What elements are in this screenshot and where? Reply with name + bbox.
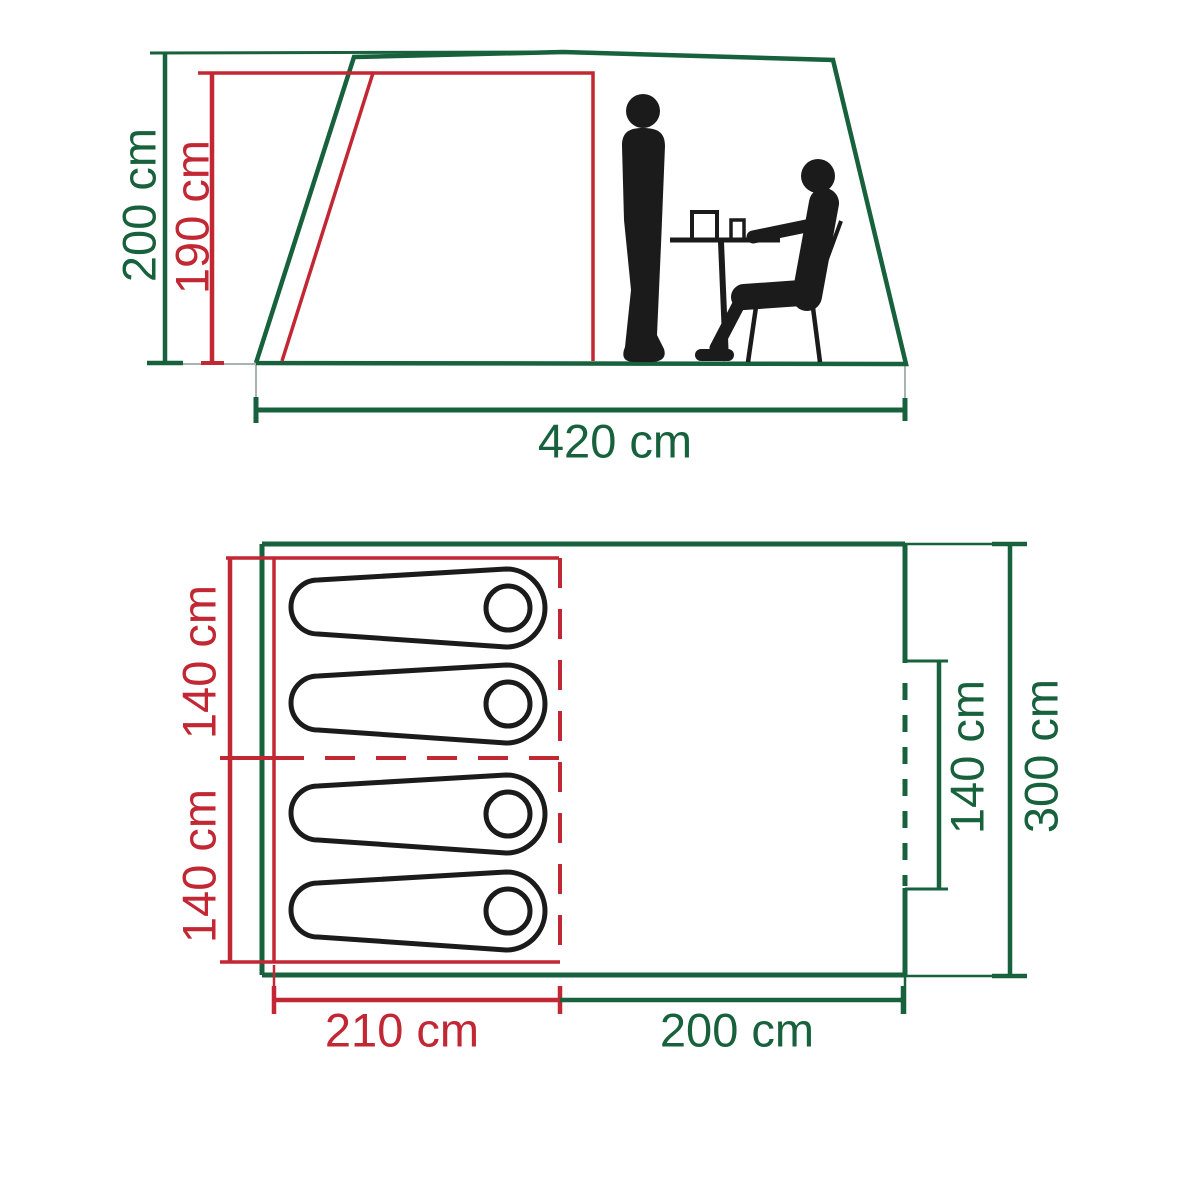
cup-small-icon bbox=[729, 218, 746, 242]
sleeping-width-label: 210 cm bbox=[325, 1004, 479, 1057]
chair-front-leg bbox=[745, 299, 760, 363]
sleeping-bag-icon bbox=[288, 662, 548, 746]
sleeping-bag-body bbox=[288, 662, 548, 746]
sleeping-bag-hood bbox=[483, 789, 533, 839]
seated-person-head bbox=[801, 159, 835, 193]
floor-plan: 140 cm 140 cm bbox=[173, 541, 1068, 1057]
total-depth-label: 300 cm bbox=[1015, 679, 1068, 833]
sleeping-depth-rear-label: 140 cm bbox=[173, 789, 226, 943]
sleeping-depth-front-label: 140 cm bbox=[173, 585, 226, 739]
sleeping-bag-icon bbox=[288, 566, 548, 650]
tent-inner-door-outline bbox=[280, 71, 595, 362]
standing-person-icon bbox=[622, 94, 665, 362]
tent-outline bbox=[253, 49, 909, 367]
seated-person-shin bbox=[709, 293, 748, 355]
chair-back-leg bbox=[809, 299, 823, 363]
sleeping-bag-body bbox=[288, 566, 548, 650]
seated-person-torso bbox=[792, 188, 839, 311]
sleeping-bag-hood bbox=[483, 886, 533, 936]
sleeping-bag-icon bbox=[288, 869, 548, 953]
sleeping-bag-icon bbox=[288, 772, 548, 856]
outer-height-label: 200 cm bbox=[113, 128, 166, 282]
sleeping-bags bbox=[288, 566, 548, 953]
standing-person-head bbox=[626, 94, 660, 128]
seated-person-thigh bbox=[731, 280, 814, 310]
sleeping-bag-body bbox=[288, 869, 548, 953]
sleeping-bag-hood bbox=[483, 679, 533, 729]
standing-person-body bbox=[622, 128, 665, 362]
seated-person-icon bbox=[695, 159, 843, 363]
door-width-label: 140 cm bbox=[941, 680, 994, 834]
cup-large-icon bbox=[690, 210, 719, 242]
outer-height-extension-line bbox=[149, 50, 561, 55]
sleeping-bag-body bbox=[288, 772, 548, 856]
seated-person-arm bbox=[746, 217, 823, 244]
side-view: 200 cm 190 cm bbox=[113, 49, 909, 468]
inner-height-label: 190 cm bbox=[166, 140, 219, 294]
living-width-label: 200 cm bbox=[660, 1004, 814, 1057]
sleeping-bag-hood bbox=[483, 583, 533, 633]
base-width-label: 420 cm bbox=[538, 415, 692, 468]
